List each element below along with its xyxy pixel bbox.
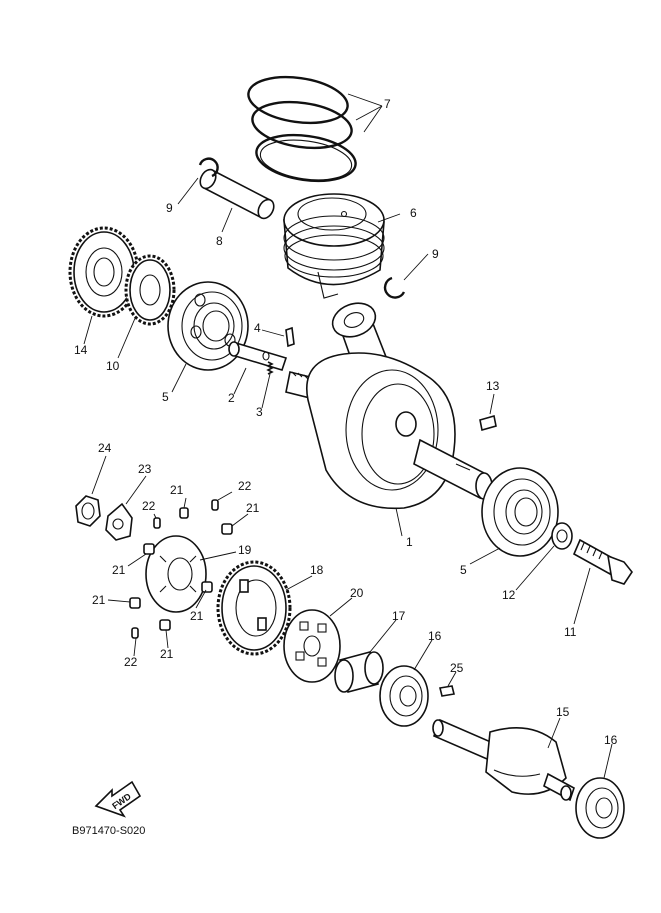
- plate: [283, 609, 341, 683]
- balancer-key: [439, 685, 455, 697]
- collar: [334, 651, 384, 693]
- callout-18: 18: [310, 563, 324, 577]
- diagram-code: B971470-S020: [72, 825, 145, 837]
- piston-rings: [247, 75, 357, 183]
- balancer-bearing-upper: [379, 665, 429, 727]
- callout-16: 16: [604, 733, 618, 747]
- callout-5: 5: [162, 390, 169, 404]
- callout-25: 25: [450, 661, 464, 675]
- crankshaft-assembly: [285, 302, 493, 510]
- crank-pin: [228, 341, 288, 371]
- buffer-gear: [216, 560, 292, 656]
- nut: [75, 495, 101, 527]
- balancer-drive-gear: [124, 254, 176, 326]
- callout-19: 19: [238, 543, 252, 557]
- piston: [283, 193, 385, 299]
- bearing-right: [481, 467, 559, 557]
- callout-22: 22: [124, 655, 138, 669]
- buffer-boss: [145, 535, 207, 613]
- callout-labels: 7 9 6 8 9 14 10 4 5 2 3 13 1 24 23 21 22…: [74, 97, 618, 747]
- callout-7: 7: [384, 97, 391, 111]
- callout-6: 6: [410, 206, 417, 220]
- straight-key: [285, 326, 295, 348]
- callout-9: 9: [166, 201, 173, 215]
- callout-17: 17: [392, 609, 406, 623]
- callout-24: 24: [98, 441, 112, 455]
- callout-3: 3: [256, 405, 263, 419]
- bearing-left: [167, 281, 249, 371]
- callout-20: 20: [350, 586, 364, 600]
- circlip-lower: [383, 276, 406, 299]
- dampers-and-pins: [129, 499, 233, 639]
- bolt: [572, 538, 633, 585]
- callout-1: 1: [406, 535, 413, 549]
- callout-22: 22: [142, 499, 156, 513]
- lock-washer: [105, 502, 133, 541]
- callout-16: 16: [428, 629, 442, 643]
- balancer-shaft: [432, 718, 575, 802]
- callout-14: 14: [74, 343, 88, 357]
- callout-10: 10: [106, 359, 120, 373]
- leader-lines: [83, 93, 613, 779]
- callout-21: 21: [170, 483, 184, 497]
- callout-13: 13: [486, 379, 500, 393]
- circlip-upper: [198, 157, 219, 178]
- callout-12: 12: [502, 588, 516, 602]
- callout-11: 11: [564, 625, 577, 639]
- balancer-bearing-lower: [575, 777, 625, 839]
- callout-23: 23: [138, 462, 152, 476]
- callout-5: 5: [460, 563, 467, 577]
- callout-21: 21: [246, 501, 260, 515]
- callout-15: 15: [556, 705, 570, 719]
- callout-21: 21: [112, 563, 126, 577]
- fwd-arrow: [94, 780, 142, 818]
- callout-4: 4: [254, 321, 261, 335]
- callout-21: 21: [92, 593, 106, 607]
- woodruff-key: [479, 414, 497, 432]
- callout-2: 2: [228, 391, 235, 405]
- spring-washer: [266, 361, 274, 375]
- callout-21: 21: [190, 609, 204, 623]
- callout-21: 21: [160, 647, 174, 661]
- callout-8: 8: [216, 234, 223, 248]
- piston-pin: [199, 168, 275, 220]
- primary-drive-gear: [68, 226, 140, 318]
- washer: [551, 522, 573, 550]
- callout-9: 9: [432, 247, 439, 261]
- callout-22: 22: [238, 479, 252, 493]
